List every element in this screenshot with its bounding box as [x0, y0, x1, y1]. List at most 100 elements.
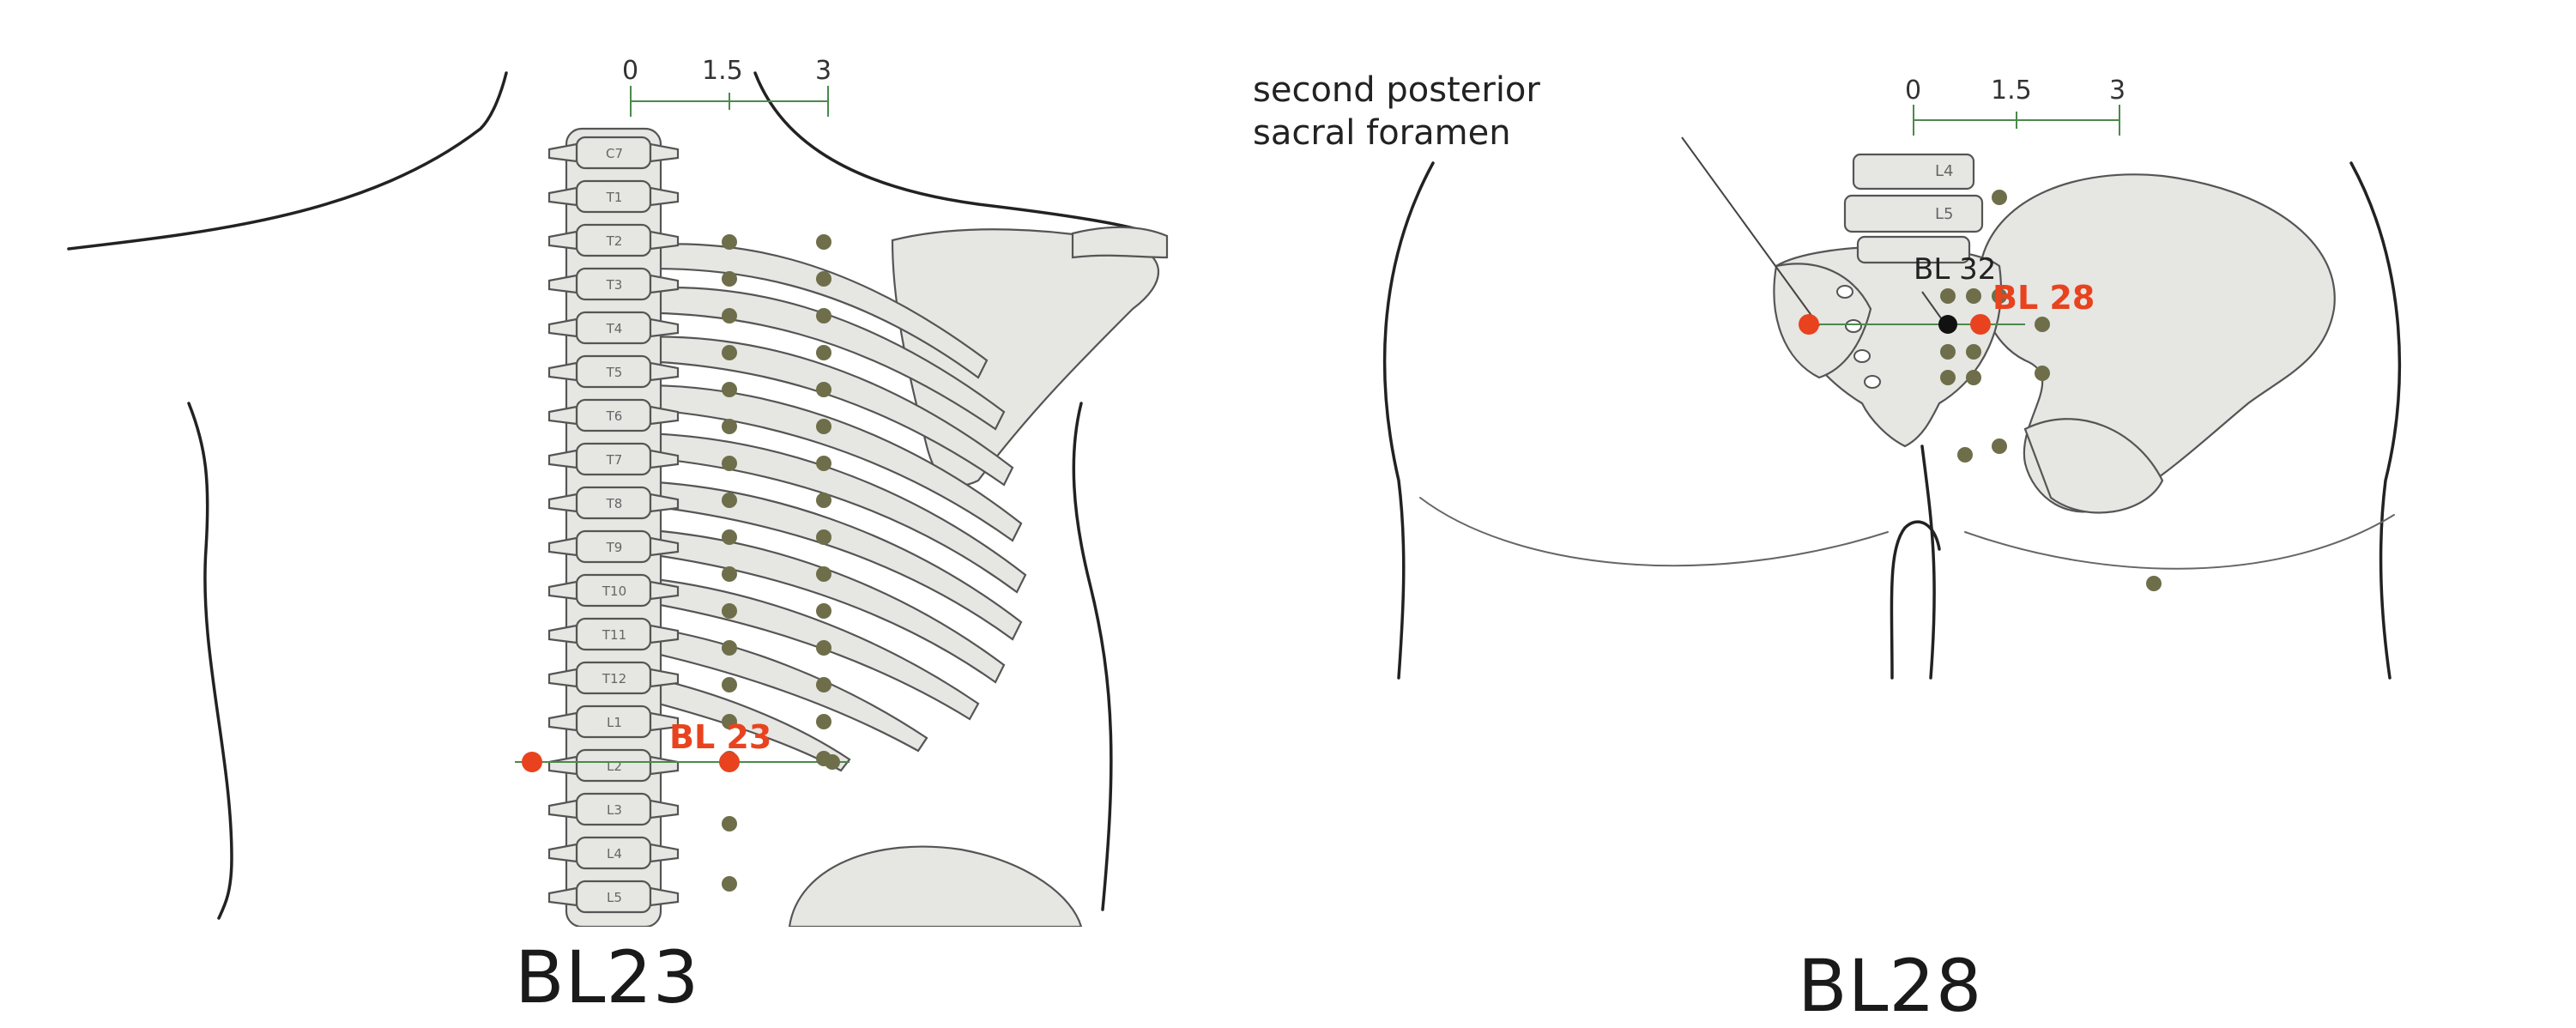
acupoint-marker [2035, 366, 2050, 381]
acupoint-marker [816, 714, 831, 729]
pelvis-anatomy-illustration: L4 L5 second posterior sacral foramen 0 … [1253, 0, 2576, 927]
vertebra-label: L3 [607, 802, 622, 818]
vertebra-label: T1 [606, 190, 623, 205]
vertebra-label: T6 [606, 408, 623, 424]
acupoint-marker [816, 271, 831, 287]
acupoint-marker [722, 677, 737, 692]
scapula [892, 229, 1158, 485]
lumbar-vertebrae: L4 L5 [1845, 154, 1982, 263]
bl32-point-label: BL 32 [1914, 252, 1996, 287]
acupoint-marker [1940, 370, 1956, 385]
bl28-point-right [1970, 314, 1991, 335]
vertebra-label: T12 [602, 671, 626, 686]
acupoint-marker [1940, 344, 1956, 360]
vertebra-label-l4: L4 [1935, 162, 1953, 180]
acupoint-marker [816, 308, 831, 324]
scale-tick-3: 3 [815, 56, 831, 86]
acupoint-marker [722, 640, 737, 656]
hip-outline-left [1385, 163, 1433, 678]
acupoint-marker [816, 382, 831, 397]
acupoint-marker [816, 603, 831, 619]
acupoint-marker [1966, 370, 1981, 385]
scale-tick-1-5: 1.5 [702, 56, 743, 86]
annotation-line-1: second posterior [1253, 70, 1540, 110]
acupoint-marker [722, 234, 737, 250]
acupoint-marker [816, 529, 831, 545]
acupoint-marker [1966, 288, 1981, 304]
acupoint-marker [722, 816, 737, 831]
buttock-curve-right [1965, 515, 2394, 569]
annotation-line-2: sacral foramen [1253, 113, 1511, 153]
acupoint-marker [825, 754, 840, 770]
bl28-point-left [1799, 314, 1819, 335]
vertebra-label: C7 [606, 146, 623, 161]
right-ilium [1980, 174, 2334, 511]
vertebra-label: L4 [607, 846, 622, 862]
acupoint-marker [722, 271, 737, 287]
acupoint-marker [722, 529, 737, 545]
acupoint-marker [2146, 576, 2162, 591]
acupoint-marker [722, 493, 737, 508]
gluteal-fold [1922, 446, 1934, 678]
acupoint-marker [722, 603, 737, 619]
vertebra-label: T8 [606, 496, 623, 511]
clavicle [1073, 227, 1167, 257]
acupoint-marker [816, 566, 831, 582]
buttock-curve-left [1420, 498, 1888, 565]
acupoint-marker [1940, 288, 1956, 304]
shoulder-outline-left [69, 73, 506, 249]
vertebra-label: T7 [606, 452, 623, 468]
acupoint-marker [816, 419, 831, 434]
vertebra-label: T4 [606, 321, 623, 336]
vertebra-label: T10 [602, 584, 626, 599]
acupoint-marker [2035, 317, 2050, 332]
scale-ruler: 0 1.5 3 [1905, 76, 2126, 136]
acupoint-marker [816, 493, 831, 508]
scale-tick-1-5: 1.5 [1991, 76, 2032, 106]
torso-outline-right [1073, 403, 1111, 910]
vertebra-label: T11 [602, 627, 626, 643]
iliac-crest [789, 847, 1081, 927]
bl32-point [1938, 315, 1957, 334]
acupoint-marker [816, 677, 831, 692]
acupoint-marker [1992, 190, 2007, 205]
vertebra-label: L5 [607, 890, 622, 905]
torso-outline-left [189, 403, 232, 918]
vertebra-label: T3 [606, 277, 623, 293]
acupoint-marker [722, 382, 737, 397]
scale-ruler: 0 1.5 3 [622, 56, 831, 117]
acupoint-marker [722, 419, 737, 434]
acupoint-marker [816, 234, 831, 250]
acupoint-marker [722, 345, 737, 360]
acupoint-marker [816, 345, 831, 360]
bl28-point-label: BL 28 [1992, 279, 2095, 317]
acupoint-marker [816, 640, 831, 656]
vertebra-label: L1 [607, 715, 622, 730]
acupoint-marker [816, 456, 831, 471]
shoulder-outline-right [755, 73, 1158, 236]
acupoint-marker [1957, 447, 1973, 463]
vertebra-label: T2 [606, 233, 623, 249]
annotation-leader-line [1682, 137, 1819, 326]
bl23-point-label: BL 23 [669, 718, 771, 756]
bl23-caption: BL23 [515, 935, 699, 1019]
scale-tick-0: 0 [622, 56, 638, 86]
bl28-caption: BL28 [1798, 944, 1982, 1028]
back-anatomy-illustration: C7T1T2T3T4T5T6T7T8T9T10T11T12L1L2L3L4L5 … [0, 0, 1201, 927]
vertebra-label-l5: L5 [1935, 205, 1953, 223]
vertebra-label: T9 [606, 540, 623, 555]
acupoint-marker [722, 876, 737, 892]
acupoint-marker [722, 308, 737, 324]
acupoint-marker [722, 456, 737, 471]
scale-tick-3: 3 [2109, 76, 2126, 106]
acupoint-marker [722, 566, 737, 582]
acupoint-marker [1966, 344, 1981, 360]
vertebra-label: T5 [606, 365, 623, 380]
vertebra-label: L2 [607, 759, 622, 774]
bl23-point-left [522, 752, 542, 772]
bl28-figure: L4 L5 second posterior sacral foramen 0 … [1253, 0, 2576, 1013]
scale-tick-0: 0 [1905, 76, 1921, 106]
hip-outline-right [2351, 163, 2399, 678]
